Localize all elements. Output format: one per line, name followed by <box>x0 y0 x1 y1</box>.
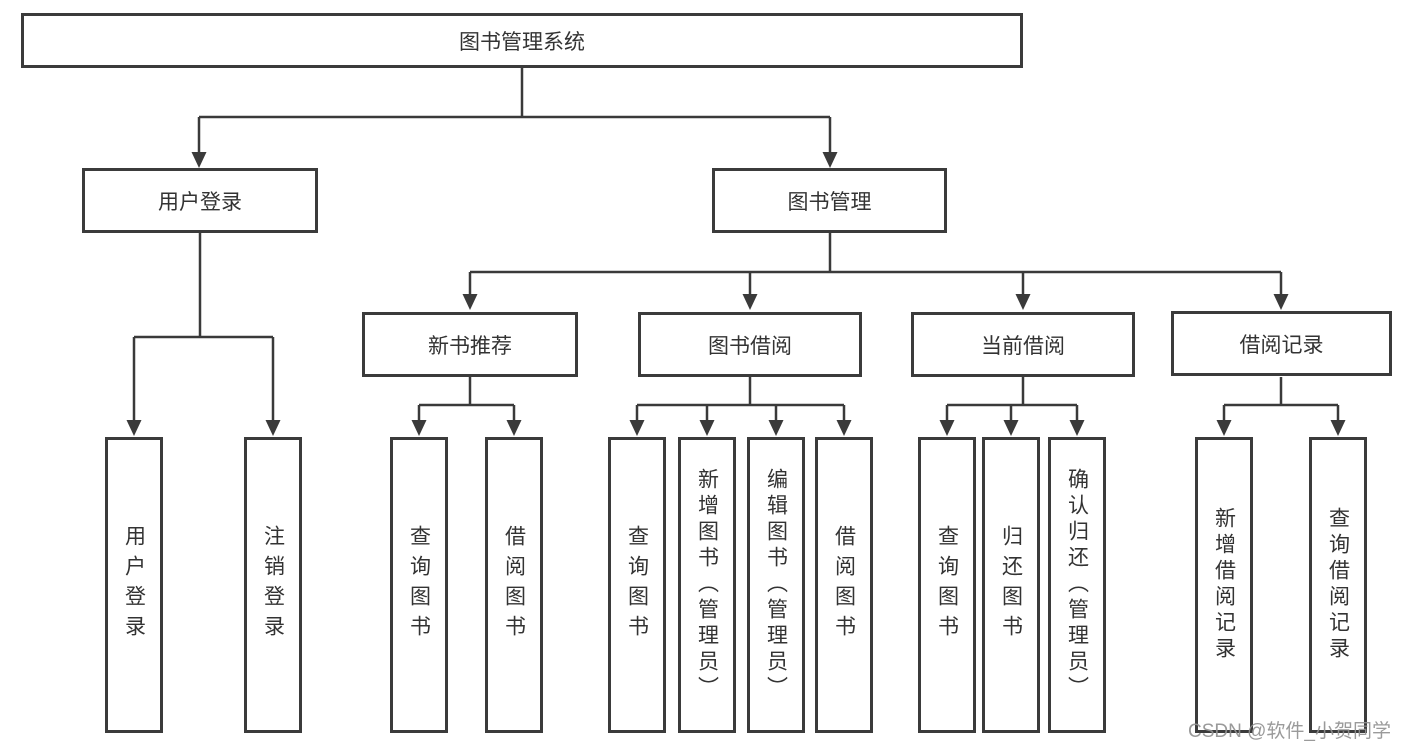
leaf-query-books-1: 查询图书 <box>390 437 448 733</box>
node-label: 新书推荐 <box>428 334 512 358</box>
node-library-management-system: 图书管理系统 <box>21 13 1023 68</box>
leaf-label: 新增借阅记录 <box>1212 507 1236 663</box>
leaf-add-books-admin: 新增图书（管理员） <box>678 437 736 733</box>
node-label: 用户登录 <box>158 190 242 214</box>
leaf-borrow-books-1: 借阅图书 <box>485 437 543 733</box>
leaf-logout: 注销登录 <box>244 437 302 733</box>
node-label: 借阅记录 <box>1239 333 1324 357</box>
node-borrowing-records: 借阅记录 <box>1171 311 1392 376</box>
leaf-label: 注销登录 <box>261 525 285 645</box>
leaf-label: 查询图书 <box>935 525 959 645</box>
leaf-query-borrow-record: 查询借阅记录 <box>1309 437 1367 733</box>
leaf-return-books: 归还图书 <box>982 437 1040 733</box>
node-book-borrowing: 图书借阅 <box>638 312 862 377</box>
node-label: 图书管理系统 <box>459 30 585 54</box>
node-book-management-branch: 图书管理 <box>712 168 947 233</box>
leaf-label: 用户登录 <box>122 525 146 645</box>
leaf-query-books-3: 查询图书 <box>918 437 976 733</box>
leaf-edit-books-admin: 编辑图书（管理员） <box>747 437 805 733</box>
leaf-label: 借阅图书 <box>502 525 526 645</box>
node-label: 图书借阅 <box>708 334 792 358</box>
leaf-borrow-books-2: 借阅图书 <box>815 437 873 733</box>
leaf-label: 借阅图书 <box>832 525 856 645</box>
node-label: 当前借阅 <box>981 334 1065 358</box>
node-current-borrowing: 当前借阅 <box>911 312 1135 377</box>
leaf-query-books-2: 查询图书 <box>608 437 666 733</box>
node-label: 图书管理 <box>787 190 872 214</box>
leaf-label: 新增图书（管理员） <box>695 468 719 702</box>
leaf-label: 确认归还（管理员） <box>1065 468 1089 702</box>
leaf-label: 编辑图书（管理员） <box>764 468 788 702</box>
leaf-label: 查询图书 <box>407 525 431 645</box>
arrowhead-icons <box>126 152 1346 436</box>
leaf-label: 归还图书 <box>999 525 1023 645</box>
leaf-add-borrow-record: 新增借阅记录 <box>1195 437 1253 733</box>
leaf-label: 查询借阅记录 <box>1326 507 1350 663</box>
node-new-book-recommendation: 新书推荐 <box>362 312 578 377</box>
node-user-login-branch: 用户登录 <box>82 168 318 233</box>
leaf-confirm-return-admin: 确认归还（管理员） <box>1048 437 1106 733</box>
leaf-user-login: 用户登录 <box>105 437 163 733</box>
leaf-label: 查询图书 <box>625 525 649 645</box>
csdn-watermark: CSDN @软件_小贺同学 <box>1188 721 1391 742</box>
